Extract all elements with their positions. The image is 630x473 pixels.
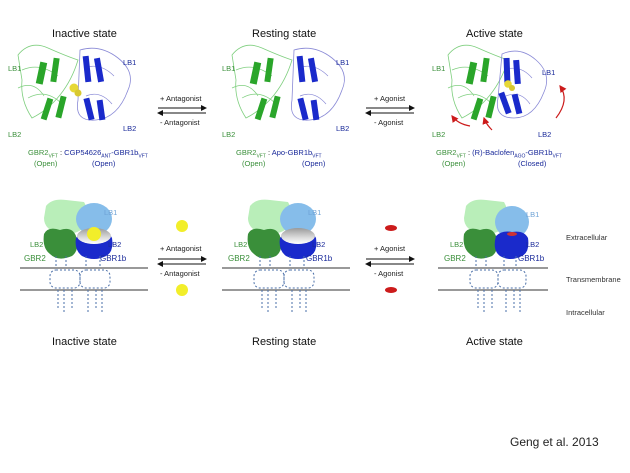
caption-inactive-ligand: CGP54626 — [64, 148, 102, 157]
active-blue-lb2: LB2 — [538, 130, 552, 139]
active-green-lb2: LB2 — [432, 130, 446, 139]
cartoon-active — [463, 199, 529, 314]
resting-blue-lb2: LB2 — [336, 124, 350, 133]
bottom-arrow1-forward-label: + Antagonist — [160, 244, 202, 253]
caption-resting-gbr2-state: (Open) — [242, 159, 266, 168]
caption-active-gbr1b: -GBR1b — [525, 148, 553, 157]
caption-resting-sep: : — [265, 148, 272, 157]
active-cartoon-lb1: LB1 — [526, 210, 540, 219]
inactive-cartoon-lb2-green: LB2 — [30, 240, 44, 249]
inactive-blue-lb2: LB2 — [123, 124, 137, 133]
caption-inactive-sep: : — [57, 148, 65, 157]
top-title-inactive: Inactive state — [52, 28, 117, 40]
resting-cartoon-gbr1b: GBR1b — [306, 254, 333, 263]
top-title-resting: Resting state — [252, 28, 317, 40]
caption-inactive-gbr1b-state: (Open) — [92, 159, 116, 168]
inactive-cartoon-lb2-blue: LB2 — [108, 240, 122, 249]
ribbon-structure-active — [447, 44, 567, 131]
caption-resting-ligand: Apo-GBR1b — [271, 148, 313, 157]
ribbon-structure-inactive — [17, 44, 131, 121]
caption-inactive: GBR2VFT : CGP54626ANT-GBR1bVFT — [28, 148, 148, 160]
bottom-arrow1-reverse-label: - Antagonist — [160, 269, 200, 278]
membrane-lines — [20, 267, 548, 291]
cartoon-inactive — [43, 199, 113, 314]
inactive-green-lb1: LB1 — [8, 64, 22, 73]
caption-inactive-gbr2-state: (Open) — [34, 159, 58, 168]
active-blue-lb1: LB1 — [542, 68, 556, 77]
ribbon-structure-resting — [231, 44, 345, 121]
agonist-ligand-top — [385, 225, 397, 231]
active-cartoon-gbr1b: GBR1b — [518, 254, 545, 263]
caption-active-sep: : — [465, 148, 473, 157]
bottom-equilibrium-arrow-1 — [157, 256, 207, 267]
region-extracellular: Extracellular — [566, 233, 608, 242]
active-cartoon-lb2-blue: LB2 — [526, 240, 540, 249]
resting-cartoon-lb1: LB1 — [308, 208, 322, 217]
inactive-cartoon-gbr1b: GBR1b — [100, 254, 127, 263]
active-cartoon-gbr2: GBR2 — [444, 254, 466, 263]
bottom-title-inactive: Inactive state — [52, 336, 117, 348]
caption-active-ligand: (R)-Baclofen — [472, 148, 515, 157]
resting-blue-lb1: LB1 — [336, 58, 350, 67]
inactive-blue-lb1: LB1 — [123, 58, 137, 67]
caption-active-gbr1b-sub: VFT — [552, 153, 562, 160]
region-transmembrane: Transmembrane — [566, 275, 621, 284]
caption-active: GBR2VFT : (R)-BaclofenAGO-GBR1bVFT — [436, 148, 562, 160]
top-arrow2-forward-label: + Agonist — [374, 94, 406, 103]
top-arrow1-reverse-label: - Antagonist — [160, 118, 200, 127]
active-green-lb1: LB1 — [432, 64, 446, 73]
antagonist-ligand-bottom — [176, 284, 188, 296]
caption-inactive-ligand-sub: ANT — [101, 153, 112, 160]
active-cartoon-lb2-green: LB2 — [450, 240, 464, 249]
caption-active-ligand-sub: AGO — [514, 153, 526, 160]
bottom-title-active: Active state — [466, 336, 523, 348]
caption-active-gbr2: GBR2 — [436, 148, 457, 157]
caption-active-gbr1b-state: (Closed) — [518, 159, 547, 168]
antagonist-ligand-top — [176, 220, 188, 232]
caption-active-gbr2-state: (Open) — [442, 159, 466, 168]
top-arrow2-reverse-label: - Agonist — [374, 118, 404, 127]
caption-inactive-gbr1b-sub: VFT — [138, 153, 148, 160]
inactive-green-lb2: LB2 — [8, 130, 22, 139]
resting-green-lb2: LB2 — [222, 130, 236, 139]
caption-resting-gbr2: GBR2 — [236, 148, 257, 157]
cartoon-resting — [247, 199, 317, 314]
resting-cartoon-gbr2: GBR2 — [228, 254, 250, 263]
top-arrow1-forward-label: + Antagonist — [160, 94, 202, 103]
top-equilibrium-arrow-1 — [157, 105, 207, 116]
caption-active-gbr2-sub: VFT — [456, 153, 466, 160]
inactive-cartoon-gbr2: GBR2 — [24, 254, 46, 263]
bottom-title-resting: Resting state — [252, 336, 317, 348]
bottom-arrow2-reverse-label: - Agonist — [374, 269, 404, 278]
agonist-ligand-bottom — [385, 287, 397, 293]
region-intracellular: Intracellular — [566, 308, 605, 317]
resting-cartoon-lb2-green: LB2 — [234, 240, 248, 249]
bottom-equilibrium-arrow-2 — [365, 256, 415, 267]
caption-resting-gbr2-sub: VFT — [256, 153, 266, 160]
resting-green-lb1: LB1 — [222, 64, 236, 73]
top-title-active: Active state — [466, 28, 523, 40]
caption-inactive-gbr2-sub: VFT — [48, 153, 58, 160]
top-equilibrium-arrow-2 — [365, 105, 415, 116]
caption-inactive-gbr2: GBR2 — [28, 148, 49, 157]
caption-resting-gbr1b-state: (Open) — [302, 159, 326, 168]
caption-inactive-gbr1b: -GBR1b — [111, 148, 139, 157]
caption-resting: GBR2VFT : Apo-GBR1bVFT — [236, 148, 322, 160]
bottom-arrow2-forward-label: + Agonist — [374, 244, 406, 253]
resting-cartoon-lb2-blue: LB2 — [312, 240, 326, 249]
caption-resting-ligand-sub: VFT — [312, 153, 322, 160]
inactive-cartoon-lb1: LB1 — [104, 208, 118, 217]
citation: Geng et al. 2013 — [510, 435, 599, 449]
